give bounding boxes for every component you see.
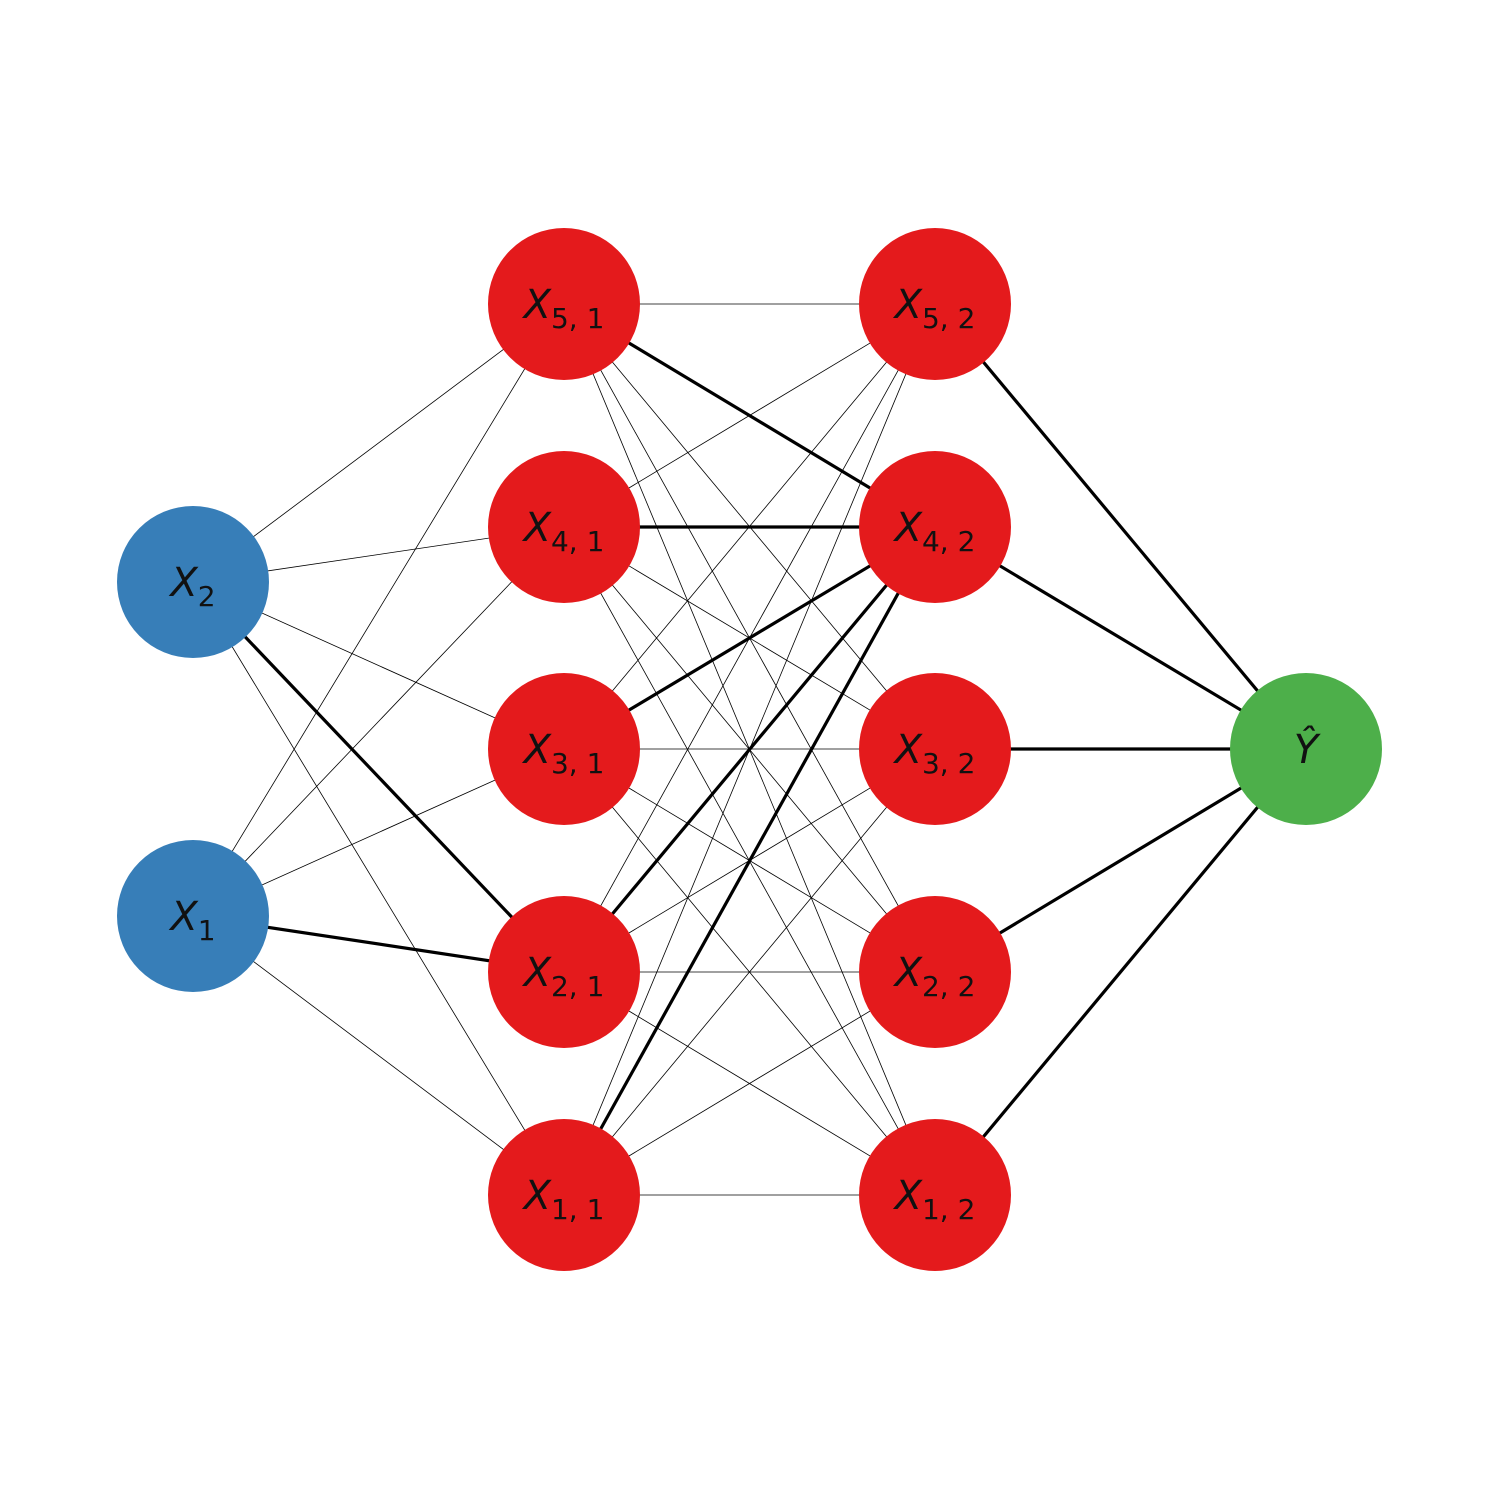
node-label-yhat: Ŷ <box>1294 724 1322 773</box>
node-symbol: X <box>168 560 199 606</box>
node-symbol: X <box>522 282 553 328</box>
node-subscript: 5, 2 <box>922 302 975 335</box>
edge-x2-to-h2_1 <box>191 580 566 974</box>
node-yhat: Ŷ <box>1230 673 1382 825</box>
node-h5_1: X5, 1 <box>488 228 640 380</box>
node-circle-h3_2 <box>859 673 1011 825</box>
node-symbol: X <box>893 282 924 328</box>
node-h3_1: X3, 1 <box>488 673 640 825</box>
node-circle-yhat <box>1230 673 1382 825</box>
node-circle-x2 <box>117 506 269 658</box>
node-h3_2: X3, 2 <box>859 673 1011 825</box>
node-label-x2: X2 <box>168 560 215 613</box>
node-symbol: X <box>893 727 924 773</box>
node-subscript: 1 <box>198 914 216 947</box>
node-circle-h3_1 <box>488 673 640 825</box>
node-h4_1: X4, 1 <box>488 451 640 603</box>
node-subscript: 2, 1 <box>551 970 604 1003</box>
edge-h1_2-to-yhat <box>933 747 1308 1197</box>
node-label-h4_1: X4, 1 <box>522 505 605 558</box>
node-x1: X1 <box>117 840 269 992</box>
node-label-h1_1: X1, 1 <box>522 1173 605 1226</box>
node-label-h4_2: X4, 2 <box>893 505 976 558</box>
node-subscript: 3, 2 <box>922 747 975 780</box>
node-circle-h5_1 <box>488 228 640 380</box>
edge-x2-to-h5_1 <box>192 303 565 583</box>
node-subscript: 5, 1 <box>551 302 604 335</box>
node-subscript: 4, 1 <box>551 525 604 558</box>
edge-h1_1-to-h3_2 <box>563 748 936 1196</box>
node-circle-h2_1 <box>488 896 640 1048</box>
node-subscript: 1, 2 <box>922 1193 975 1226</box>
node-circle-h4_2 <box>859 451 1011 603</box>
node-label-h3_2: X3, 2 <box>893 727 976 780</box>
node-h2_2: X2, 2 <box>859 896 1011 1048</box>
node-subscript: 4, 2 <box>922 525 975 558</box>
node-symbol: X <box>522 1173 553 1219</box>
node-label-x1: X1 <box>168 894 215 947</box>
node-symbol: X <box>522 950 553 996</box>
node-label-h3_1: X3, 1 <box>522 727 605 780</box>
node-symbol: X <box>893 505 924 551</box>
node-subscript: 2 <box>198 580 216 613</box>
edge-x2-to-h1_1 <box>192 581 565 1196</box>
node-h1_2: X1, 2 <box>859 1119 1011 1271</box>
node-symbol: X <box>522 505 553 551</box>
edge-x1-to-h4_1 <box>192 526 565 917</box>
edge-h5_2-to-yhat <box>933 302 1308 751</box>
node-circle-x1 <box>117 840 269 992</box>
node-symbol: X <box>893 950 924 996</box>
node-subscript: 3, 1 <box>551 747 604 780</box>
node-h4_2: X4, 2 <box>859 451 1011 603</box>
node-label-h2_2: X2, 2 <box>893 950 976 1003</box>
node-circle-h5_2 <box>859 228 1011 380</box>
node-symbol: X <box>168 894 199 940</box>
node-circle-h2_2 <box>859 896 1011 1048</box>
node-subscript: 1, 1 <box>551 1193 604 1226</box>
node-circle-h1_2 <box>859 1119 1011 1271</box>
node-label-h5_1: X5, 1 <box>522 282 605 335</box>
node-subscript: 2, 2 <box>922 970 975 1003</box>
edge-h3_1-to-h5_2 <box>563 303 936 750</box>
node-circle-h4_1 <box>488 451 640 603</box>
node-symbol: X <box>893 1173 924 1219</box>
edge-x1-to-h1_1 <box>192 915 565 1196</box>
node-h5_2: X5, 2 <box>859 228 1011 380</box>
node-h1_1: X1, 1 <box>488 1119 640 1271</box>
node-circle-h1_1 <box>488 1119 640 1271</box>
edge-h1_1-to-h5_2 <box>563 303 936 1196</box>
node-label-h2_1: X2, 1 <box>522 950 605 1003</box>
edge-h1_1-to-h4_2 <box>562 526 937 1196</box>
edge-x1-to-h5_1 <box>192 303 565 917</box>
node-label-h1_2: X1, 2 <box>893 1173 976 1226</box>
node-h2_1: X2, 1 <box>488 896 640 1048</box>
node-label-h5_2: X5, 2 <box>893 282 976 335</box>
node-symbol: X <box>522 727 553 773</box>
node-x2: X2 <box>117 506 269 658</box>
node-symbol: Ŷ <box>1294 724 1322 773</box>
edge-h2_1-to-h5_2 <box>563 303 936 973</box>
